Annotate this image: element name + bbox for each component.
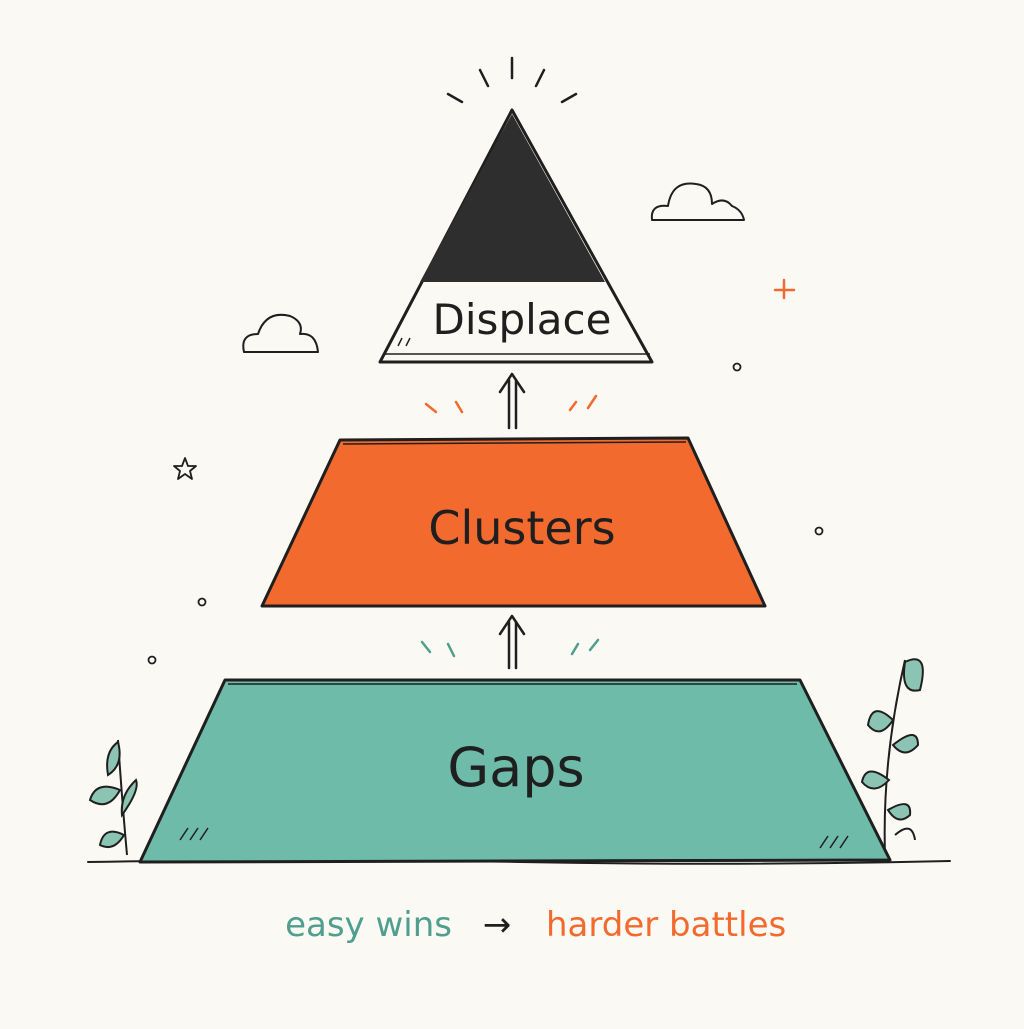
cloud-icon: [650, 182, 745, 221]
top-tier-shape: [378, 108, 654, 364]
leaf-sprig-icon: [88, 739, 138, 856]
up-arrow-icon: [498, 372, 526, 430]
bottom-tier-label: Gaps: [447, 736, 584, 799]
hatch-marks: [179, 827, 849, 849]
caption-arrow: →: [483, 905, 512, 945]
plus-icon: [773, 278, 796, 300]
caption-left: easy wins: [285, 905, 452, 945]
accent-dashes: [424, 394, 598, 414]
up-arrow-icon: [498, 614, 526, 670]
sparkle-rays-icon: [446, 56, 578, 104]
bottom-tier-shape: [138, 678, 892, 864]
circle-dot-icon: [147, 362, 824, 665]
middle-tier-shape: [260, 436, 767, 608]
leaf-sprig-icon: [860, 658, 924, 856]
cloud-icon: [242, 313, 319, 353]
star-icon: [173, 457, 197, 480]
middle-tier-label: Clusters: [428, 501, 615, 555]
accent-dashes: [420, 638, 600, 658]
caption-right: harder battles: [546, 905, 786, 945]
top-tier-label: Displace: [433, 295, 612, 344]
